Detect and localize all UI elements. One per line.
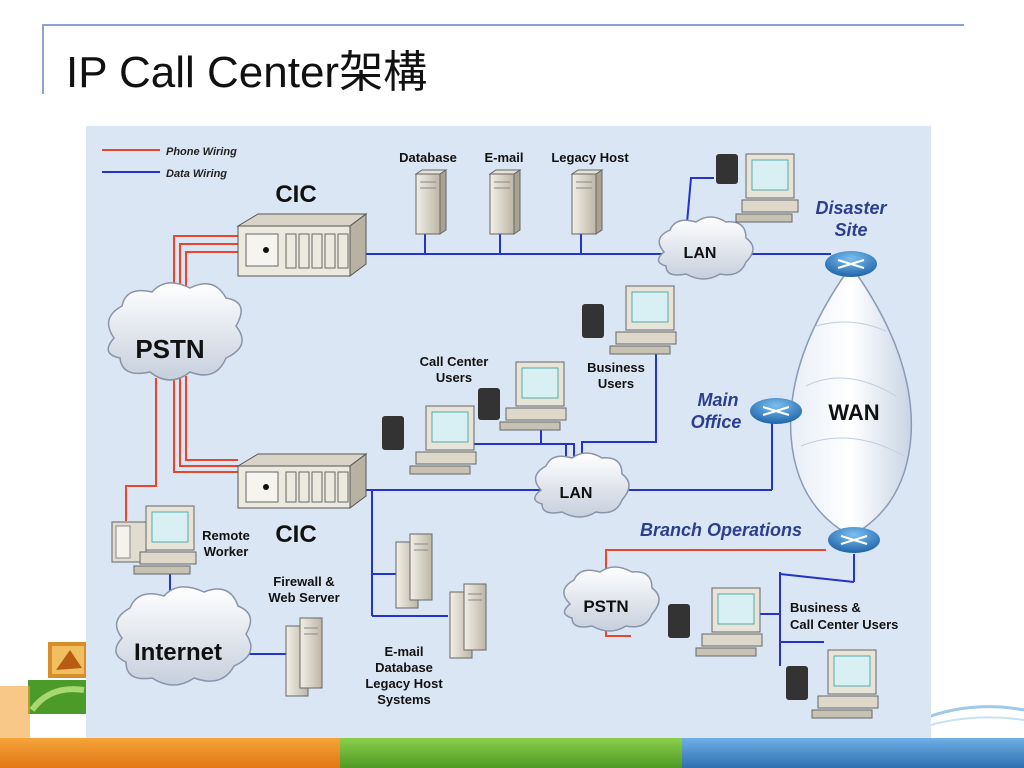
legacy-host-label: Legacy Host [551,150,629,165]
wan-label: WAN [828,400,879,425]
legacy-host-server-icon [570,169,604,235]
firewall-label-2: Web Server [268,590,339,605]
email-server-icon [488,169,522,235]
database-server-icon [414,169,448,235]
systems-label-1: E-mail [384,644,423,659]
firewall-server-icon [285,617,323,697]
router-disaster-site [825,251,877,277]
systems-label-3: Legacy Host [365,676,443,691]
disaster-site-workstation [716,153,799,223]
pstn-branch-label: PSTN [583,597,628,616]
remote-worker-label-1: Remote [202,528,250,543]
footer-swoosh [920,705,1024,729]
branch-users-label-1: Business & [790,600,861,615]
legend-data-wiring: Data Wiring [166,168,227,180]
business-users-label-2: Users [598,376,634,391]
lan-mid-label: LAN [560,485,593,502]
cic-bottom-switch [236,453,368,509]
internet-cloud: Internet [115,586,252,686]
lan-mid-cloud: LAN [534,452,630,518]
cic-bottom-label: CIC [275,521,316,548]
systems-server-icon-2 [449,583,487,659]
remote-worker-workstation [111,505,197,575]
call-center-workstation-2 [382,405,477,475]
cic-top-switch [236,213,368,277]
disaster-site-label-2: Site [834,220,867,240]
branch-operations-label: Branch Operations [640,520,802,540]
firewall-label-1: Firewall & [273,574,334,589]
footer-blue-band [682,738,1024,768]
email-label: E-mail [484,150,523,165]
pstn-branch-cloud: PSTN [563,566,660,632]
remote-worker-label-2: Worker [204,544,249,559]
branch-workstation-1 [668,587,763,657]
footer-green-band [340,738,682,768]
footer-bar [0,738,1024,768]
title-top-rule [44,24,964,26]
branch-users-label-2: Call Center Users [790,617,898,632]
business-users-workstation [582,285,677,355]
call-center-users-label-2: Users [436,370,472,385]
internet-label: Internet [134,639,222,666]
title-left-rule [42,24,44,94]
legend: Phone Wiring Data Wiring [102,146,237,180]
decorative-leaf-image [0,640,90,740]
network-diagram: Phone Wiring Data Wiring [86,126,931,738]
footer-orange-band [0,738,340,768]
disaster-site-label-1: Disaster [815,198,887,218]
pstn-main-label: PSTN [135,334,204,364]
call-center-users-label-1: Call Center [420,354,489,369]
systems-label-2: Database [375,660,433,675]
main-office-label-2: Office [691,412,742,432]
lan-top-label: LAN [684,245,717,262]
lan-top-cloud: LAN [657,216,754,280]
router-branch [828,527,880,553]
main-office-label-1: Main [697,390,738,410]
database-label: Database [399,150,457,165]
slide-title: IP Call Center架構 [66,48,428,97]
legend-phone-wiring: Phone Wiring [166,146,237,158]
business-users-label-1: Business [587,360,645,375]
pstn-main-cloud: PSTN [107,282,243,381]
router-main-office [750,398,802,424]
systems-server-icon-1 [395,533,433,609]
branch-workstation-2 [786,649,879,719]
cic-top-label: CIC [275,181,316,208]
call-center-workstation-1 [478,361,567,431]
systems-label-4: Systems [377,692,430,707]
